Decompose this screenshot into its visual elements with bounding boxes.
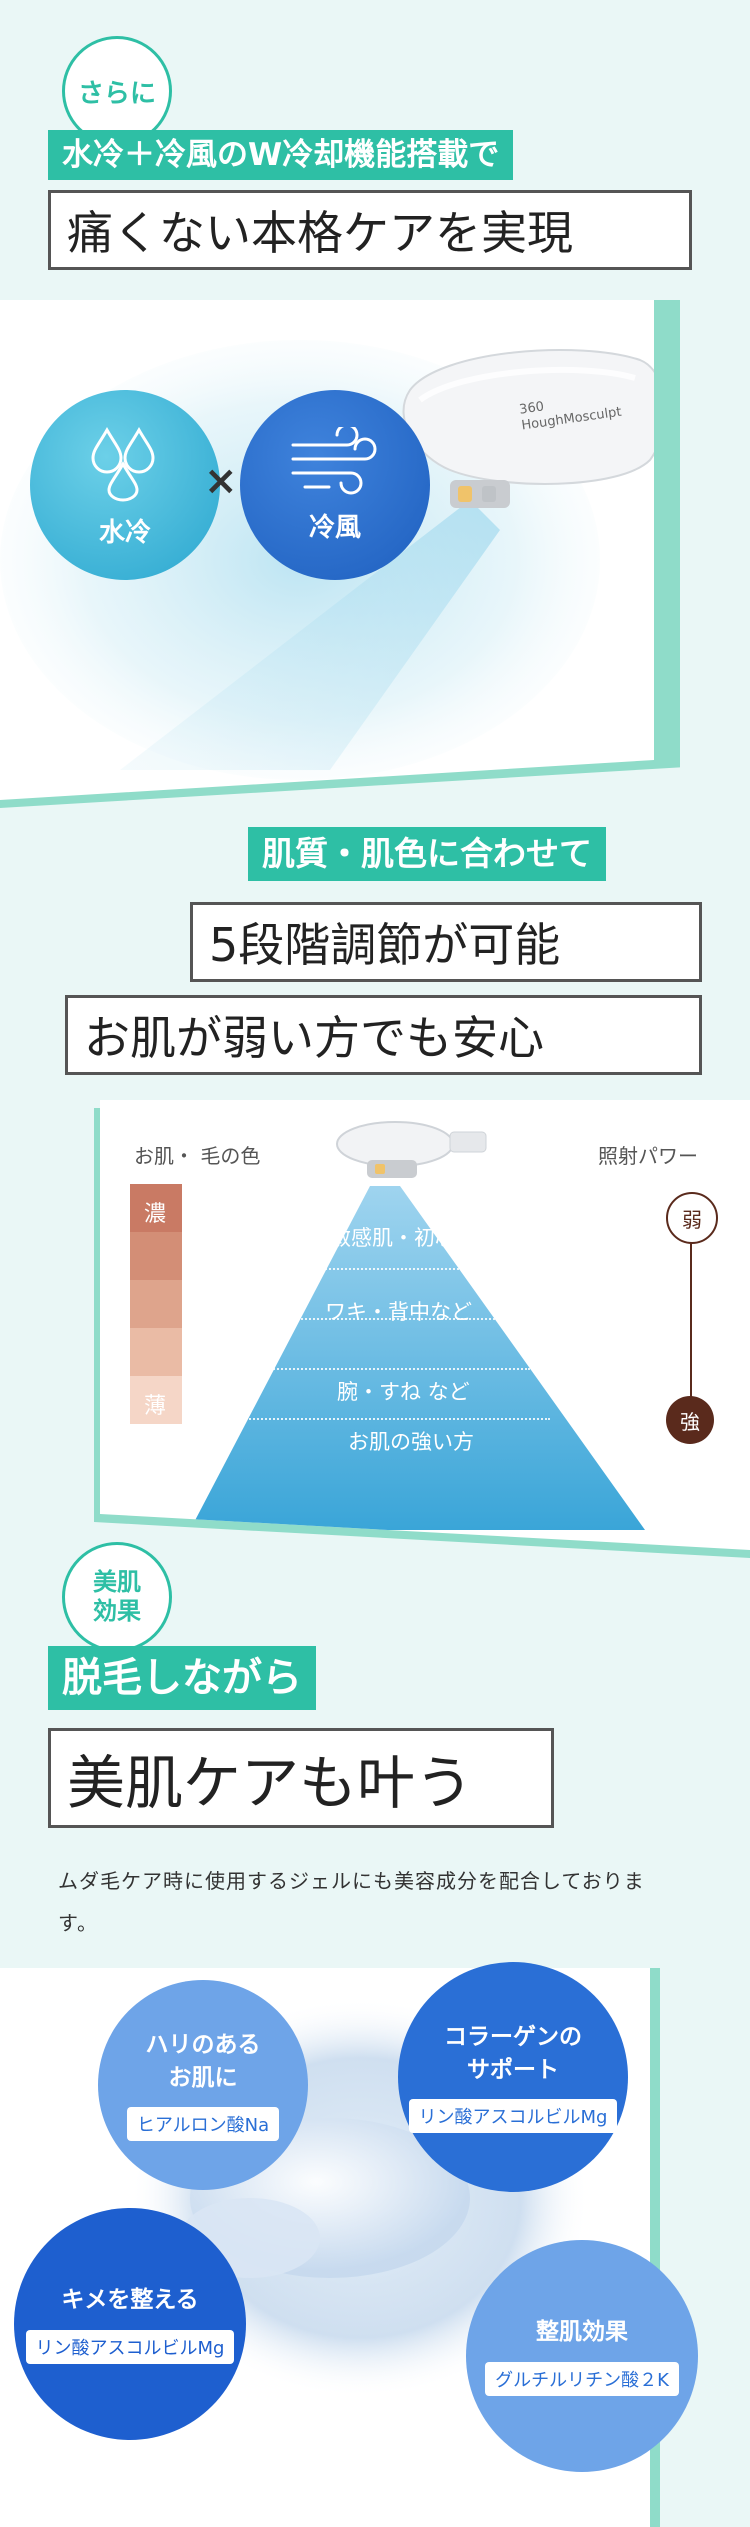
- water-cooling-circle: 水冷: [30, 390, 220, 580]
- cooling-photo-panel: 360 HoughMosculpt 水冷 × 冷風: [0, 300, 654, 800]
- ingredient-circle-3: キメを整える リン酸アスコルビルMg: [14, 2208, 246, 2440]
- beauty-effect-badge: 美肌 効果: [62, 1542, 172, 1652]
- skin-care-description: ムダ毛ケア時に使用するジェルにも美容成分を配合しております。: [58, 1869, 645, 1935]
- skin-hair-color-title: お肌・ 毛の色: [134, 1144, 261, 1168]
- wind-icon: [291, 426, 377, 494]
- device-small-image: [336, 1121, 487, 1178]
- times-symbol: ×: [204, 458, 238, 504]
- ingredient-3-title: キメを整える: [61, 2287, 199, 2314]
- ingredient-1-name: ヒアルロン酸Na: [126, 2107, 280, 2142]
- weak-badge: 弱: [666, 1192, 718, 1244]
- levels-heading: 5段階調節が可能: [190, 902, 702, 982]
- skin-type-label: 肌質・肌色に合わせて: [248, 827, 606, 881]
- cold-wind-label: 冷風: [308, 512, 361, 543]
- weak-label: 弱: [682, 1207, 702, 1232]
- sarani-badge: さらに: [62, 36, 172, 146]
- beam-divider-2: [280, 1318, 495, 1320]
- hair-removal-label: 脱毛しながら: [48, 1646, 316, 1710]
- sarani-badge-text: さらに: [77, 78, 156, 109]
- cold-wind-circle: 冷風: [240, 390, 430, 580]
- beam-level-2: ワキ・背中など: [325, 1300, 472, 1324]
- ingredient-circle-2: コラーゲンの サポート リン酸アスコルビルMg: [398, 1962, 628, 2192]
- beam-divider-3: [250, 1368, 530, 1370]
- skin-care-heading: 美肌ケアも叶う: [48, 1728, 554, 1828]
- power-title: 照射パワー: [598, 1144, 698, 1168]
- ingredient-3-name: リン酸アスコルビルMg: [25, 2329, 235, 2364]
- water-drops-icon: [91, 426, 155, 501]
- cooling-heading: 痛くない本格ケアを実現: [48, 190, 692, 270]
- safe-heading: お肌が弱い方でも安心: [65, 995, 702, 1075]
- ingredient-circle-1: ハリのある お肌に ヒアルロン酸Na: [98, 1980, 308, 2190]
- beam-divider-4: [230, 1418, 550, 1420]
- strong-label: 強: [680, 1409, 700, 1434]
- device-image: [402, 349, 654, 508]
- cooling-feature-label: 水冷＋冷風のW冷却機能搭載で: [48, 130, 514, 180]
- levels-panel: お肌・ 毛の色 照射パワー 濃 薄: [100, 1100, 750, 1550]
- ingredient-1-title: ハリのある お肌に: [145, 2031, 261, 2091]
- ingredient-2-title: コラーゲンの サポート: [444, 2023, 582, 2083]
- ingredient-2-name: リン酸アスコルビルMg: [408, 2099, 618, 2134]
- ingredient-4-name: グルチルリチン酸２K: [485, 2361, 679, 2396]
- dark-label: 濃: [144, 1202, 167, 1227]
- strong-badge: 強: [666, 1396, 714, 1444]
- light-label: 薄: [144, 1394, 167, 1419]
- beam-level-1: 敏感肌・初心者: [330, 1226, 477, 1250]
- water-cooling-label: 水冷: [98, 517, 151, 548]
- light-beam: [190, 1186, 645, 1530]
- power-scale-line: [690, 1216, 692, 1416]
- beauty-effect-text: 美肌 効果: [93, 1568, 141, 1625]
- beam-level-4: お肌の強い方: [348, 1430, 474, 1454]
- ingredient-circle-4: 整肌効果 グルチルリチン酸２K: [466, 2240, 698, 2472]
- beam-divider-1: [314, 1268, 462, 1270]
- ingredient-4-title: 整肌効果: [536, 2319, 628, 2346]
- beam-level-3: 腕・すね など: [337, 1380, 470, 1404]
- color-gradient-bar: [130, 1184, 182, 1424]
